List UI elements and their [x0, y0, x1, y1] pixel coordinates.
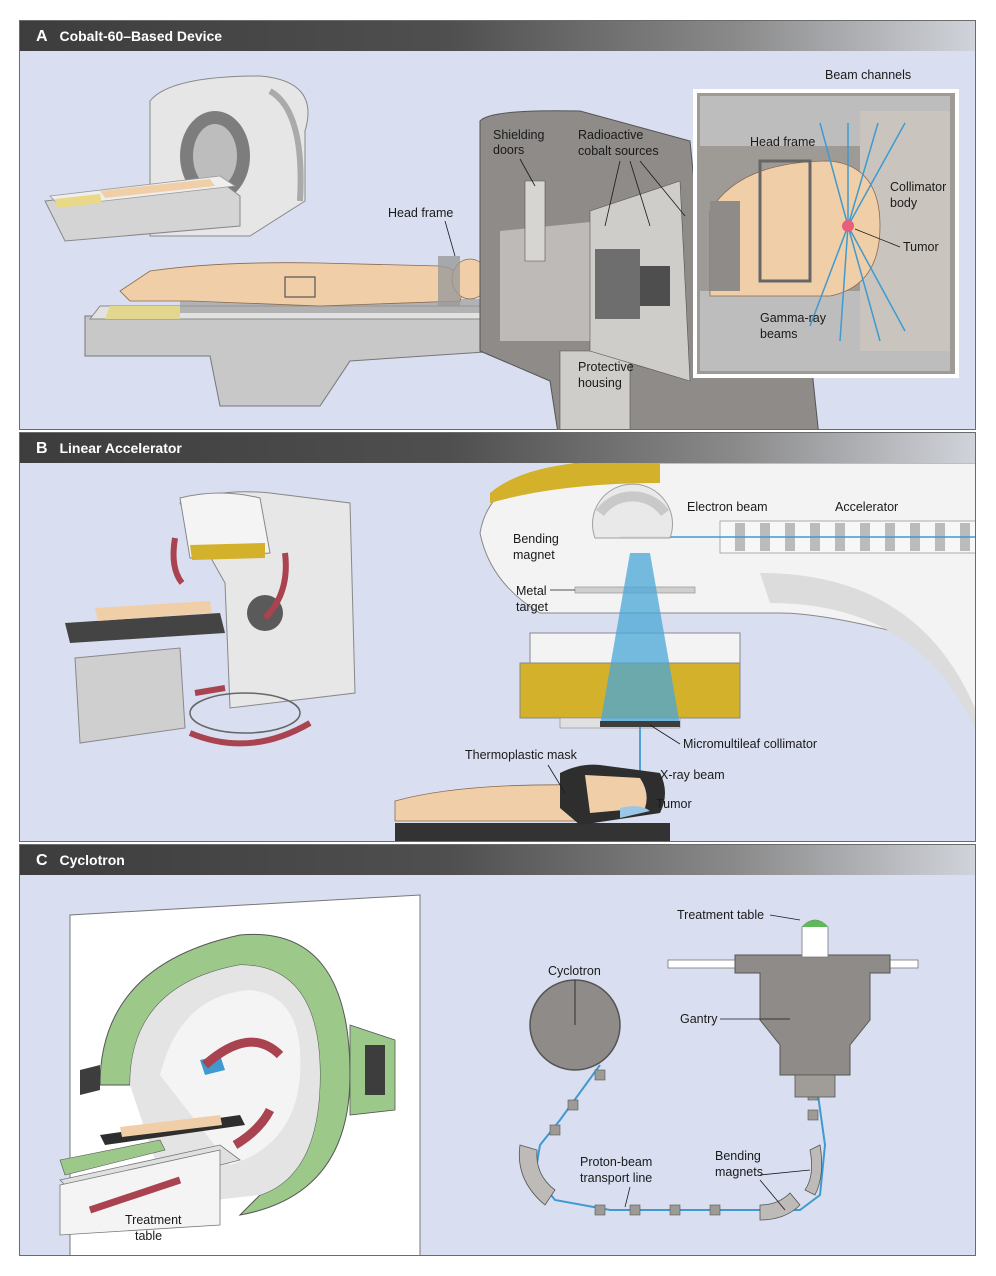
radioactive-sources-label-line1: Radioactive — [578, 128, 643, 142]
gamma-ray-beams-label-line1: Gamma-ray — [760, 311, 827, 325]
shielding-doors-label-line1: Shielding — [493, 128, 544, 142]
panel-a: A Cobalt-60–Based Device — [19, 20, 976, 430]
head-frame-label: Head frame — [388, 206, 453, 220]
treatment-couch — [84, 299, 501, 407]
panel-a-title: Cobalt-60–Based Device — [59, 28, 223, 44]
panel-b-illustration: Electron beam Accelerator Bending magnet… — [65, 463, 975, 841]
micromultileaf-collimator-label: Micromultileaf collimator — [683, 737, 817, 751]
panel-b-letter: B — [36, 440, 48, 457]
cyclotron-label: Cyclotron — [548, 964, 601, 978]
panel-b: B Linear Accelerator — [19, 432, 976, 842]
panel-a-letter: A — [36, 28, 48, 45]
masked-patient — [394, 764, 670, 841]
collimator-body-label-line1: Collimator — [890, 180, 946, 194]
tumor-label-a: Tumor — [903, 240, 939, 254]
panel-a-illustration: Head frame Shielding doors Radioactive c… — [44, 68, 959, 429]
protective-housing-label-line1: Protective — [578, 360, 634, 374]
protective-housing-label-line2: housing — [578, 376, 622, 390]
panel-b-title: Linear Accelerator — [59, 440, 182, 456]
thermoplastic-mask-label: Thermoplastic mask — [465, 748, 578, 762]
patient-figure — [119, 256, 489, 307]
tumor-label-b: Tumor — [656, 797, 692, 811]
treatment-table-right-label: Treatment table — [677, 908, 764, 922]
inset-detail — [693, 89, 959, 378]
panel-c-letter: C — [36, 852, 48, 869]
treatment-table-left-label-line2: table — [135, 1229, 162, 1243]
metal-target-label-line2: target — [516, 600, 548, 614]
gamma-knife-thumbnail — [44, 75, 309, 242]
gantry-label: Gantry — [680, 1012, 718, 1026]
gamma-unit-housing — [479, 110, 819, 429]
inset-head-frame-label: Head frame — [750, 135, 815, 149]
metal-target-label-line1: Metal — [516, 584, 547, 598]
linac-thumbnail — [65, 491, 356, 747]
panel-a-header: A Cobalt-60–Based Device — [20, 21, 975, 51]
beamline-schematic — [518, 919, 919, 1221]
bending-magnets-label-line1: Bending — [715, 1149, 761, 1163]
gamma-ray-beams-label-line2: beams — [760, 327, 798, 341]
linac-gantry — [479, 463, 975, 798]
panel-c-header: C Cyclotron — [20, 845, 975, 875]
panel-c-illustration: Treatment table Treatment table Cyc — [59, 894, 919, 1255]
xray-beam-label: X-ray beam — [660, 768, 725, 782]
proton-beam-line-label-line1: Proton-beam — [580, 1155, 652, 1169]
proton-gantry-3d — [59, 894, 421, 1255]
panel-c-title: Cyclotron — [59, 852, 125, 868]
collimator-body-label-line2: body — [890, 196, 918, 210]
accelerator-label: Accelerator — [835, 500, 898, 514]
bending-magnet-label-line1: Bending — [513, 532, 559, 546]
proton-beam-line-label-line2: transport line — [580, 1171, 652, 1185]
treatment-table-left-label-line1: Treatment — [125, 1213, 182, 1227]
radioactive-sources-label-line2: cobalt sources — [578, 144, 659, 158]
beam-channels-label: Beam channels — [825, 68, 911, 82]
electron-beam-label: Electron beam — [687, 500, 768, 514]
panel-b-header: B Linear Accelerator — [20, 433, 975, 463]
bending-magnet-label-line2: magnet — [513, 548, 555, 562]
shielding-doors-label-line2: doors — [493, 143, 524, 157]
bending-magnets-label-line2: magnets — [715, 1165, 763, 1179]
panel-c: C Cyclotron Treatment table — [19, 844, 976, 1256]
